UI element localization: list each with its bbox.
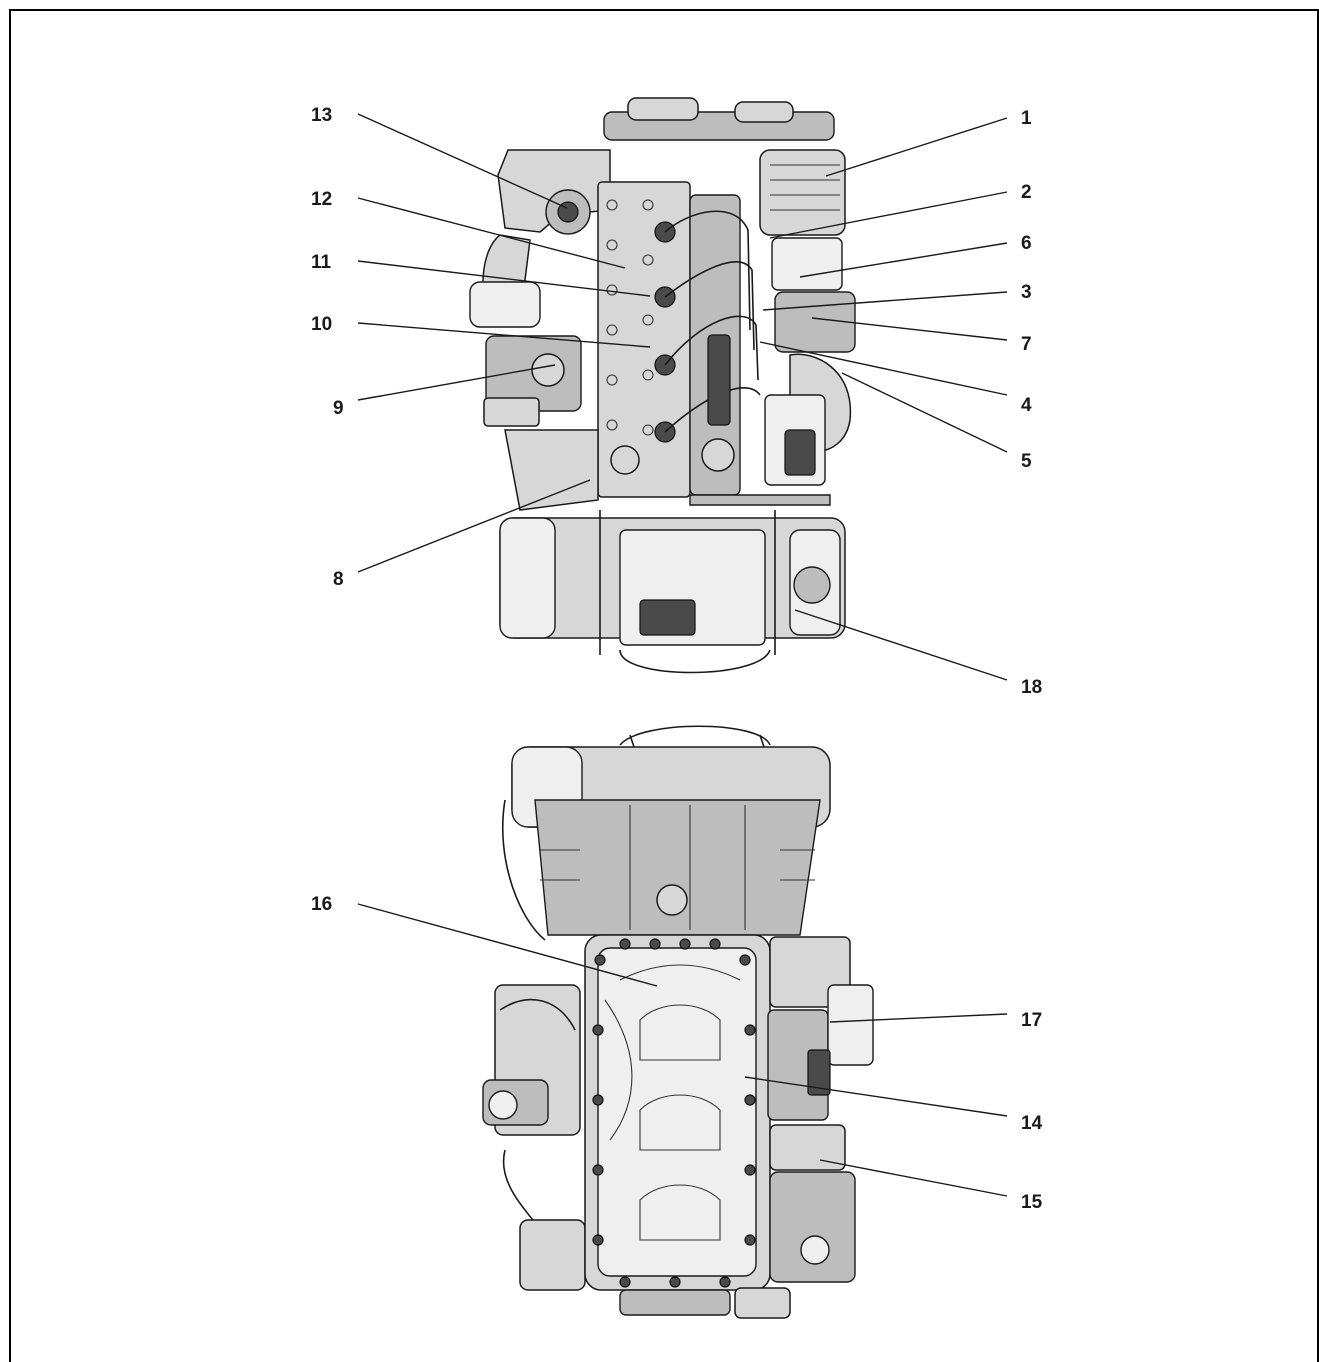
callout-labels: 1 2 3 4 5 6 7 8 9 10 11 12 13 14 15 16 1… [311,105,1043,1213]
engine-top-view [469,97,856,674]
callout-15: 15 [1021,1192,1043,1213]
callout-17: 17 [1021,1010,1042,1031]
callout-18: 18 [1021,677,1042,698]
engine-bottom-view [482,725,874,1319]
callout-9: 9 [333,398,344,419]
callout-4: 4 [1021,395,1032,416]
callout-6: 6 [1021,233,1032,254]
callout-3: 3 [1021,282,1032,303]
callout-2: 2 [1021,182,1032,203]
callout-10: 10 [311,314,332,335]
leader-lines [357,113,1008,1197]
callout-13: 13 [311,105,332,126]
callout-12: 12 [311,189,332,210]
figure-frame [9,9,1319,1362]
callout-11: 11 [311,252,332,273]
callout-14: 14 [1021,1113,1043,1134]
callout-7: 7 [1021,334,1032,355]
callout-16: 16 [311,894,332,915]
callout-8: 8 [333,569,344,590]
callout-1: 1 [1021,108,1032,129]
callout-5: 5 [1021,451,1032,472]
